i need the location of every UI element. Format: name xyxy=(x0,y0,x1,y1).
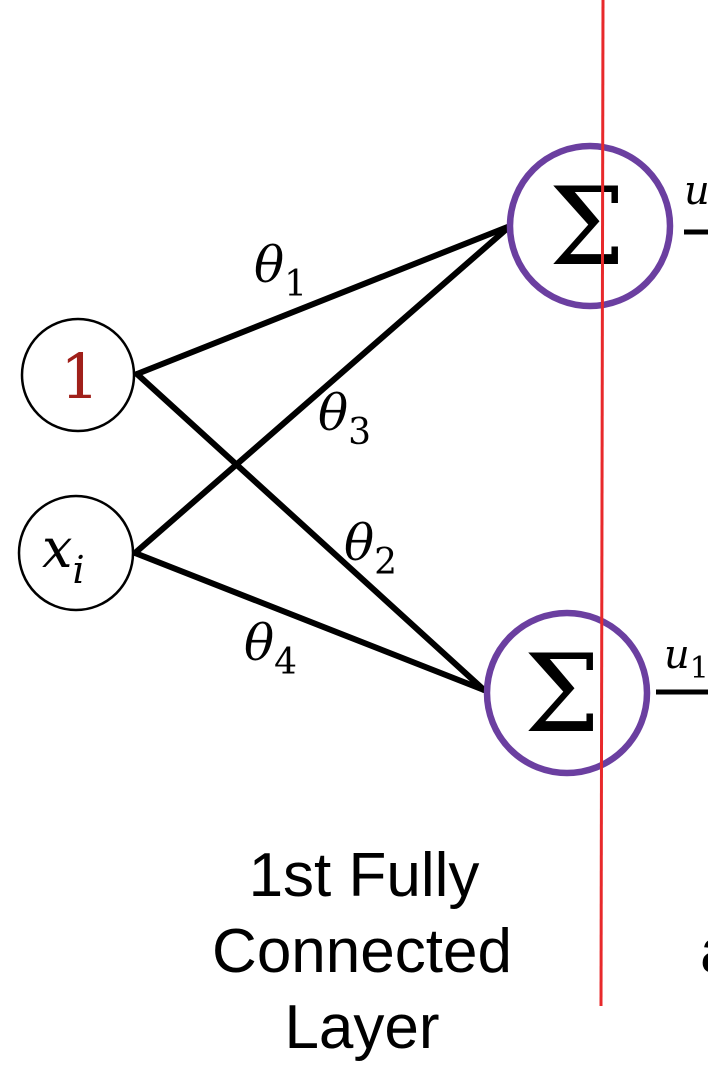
caption-line-2: Connected xyxy=(212,917,512,986)
input-bias-node: 1 xyxy=(20,317,136,433)
x-label: x xyxy=(42,517,72,580)
caption-line-1: 1st Fully xyxy=(249,841,480,910)
edge-x-to-bottom xyxy=(132,550,487,693)
x-subscript: i xyxy=(72,548,84,592)
layer-caption: 1st Fully Connected Layer xyxy=(212,841,512,1062)
edge-x-to-top xyxy=(132,223,513,556)
connections xyxy=(132,223,513,693)
weight-label-1: θ1 xyxy=(254,236,307,305)
output-top-label: u xyxy=(684,168,708,214)
red-divider-line xyxy=(599,0,605,1007)
edge-bias-to-bottom xyxy=(134,371,487,693)
bias-label: 1 xyxy=(60,340,99,413)
neuron-bottom-sigma: Σ xyxy=(524,632,600,757)
neuron-bottom: Σ xyxy=(483,609,651,777)
svg-text:xi: xi xyxy=(42,517,85,592)
weight-label-2: θ2 xyxy=(344,514,397,583)
edge-bias-to-top xyxy=(134,223,513,377)
input-x-node: xi xyxy=(17,494,135,612)
output-bottom: u1 xyxy=(656,632,708,695)
cut-off-caption-fragment: a xyxy=(700,917,708,986)
caption-line-3: Layer xyxy=(284,993,439,1062)
neuron-top-sigma: Σ xyxy=(549,165,625,290)
neuron-top: Σ xyxy=(506,142,674,310)
output-top: u xyxy=(684,168,708,235)
weight-label-4: θ4 xyxy=(244,614,297,683)
output-bottom-label: u1 xyxy=(664,632,708,686)
weight-label-3: θ3 xyxy=(318,384,371,453)
